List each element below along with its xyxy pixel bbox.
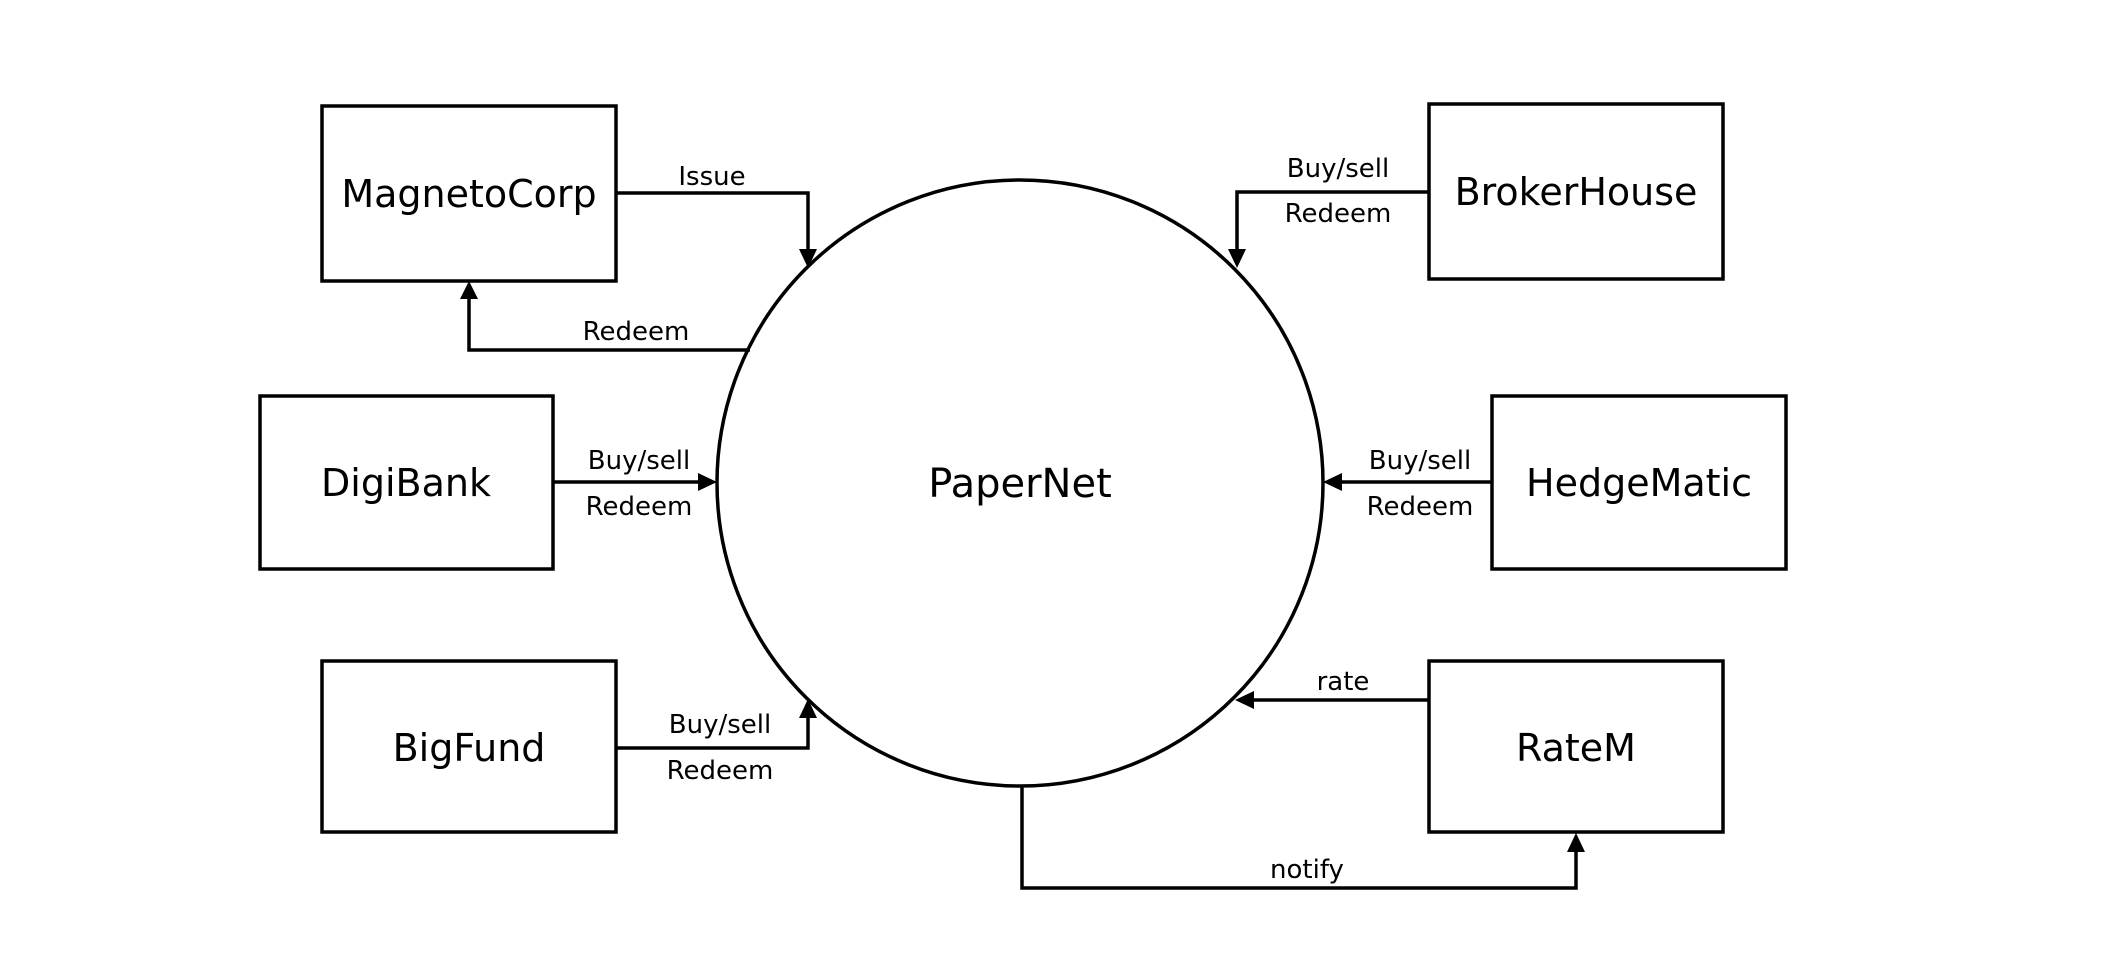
hub-label: PaperNet	[928, 461, 1112, 507]
node-label-hedgematic: HedgeMatic	[1526, 461, 1752, 505]
edge-label-redeem: Redeem	[583, 317, 690, 347]
edge-hedgematic: Buy/sell Redeem	[1323, 446, 1492, 522]
arrowhead-bigfund	[799, 699, 817, 718]
edge-label-redeem: Redeem	[1367, 492, 1474, 522]
node-box-brokerhouse	[1427, 102, 1725, 281]
edge-line-brokerhouse	[1235, 190, 1429, 252]
arrowhead-digibank	[698, 473, 717, 491]
edge-label-rate: rate	[1317, 667, 1370, 697]
edge-line-magnetocorp-redeem	[467, 296, 750, 352]
node-label-bigfund: BigFund	[393, 726, 546, 770]
edge-magnetocorp-issue: Issue	[616, 162, 817, 268]
node-box-hedgematic	[1490, 394, 1788, 571]
hub-papernet: PaperNet	[715, 178, 1325, 788]
node-ratem: RateM	[1427, 659, 1725, 834]
edge-label-buysell: Buy/sell	[1369, 446, 1471, 476]
node-box-ratem	[1427, 659, 1725, 834]
arrowhead-magnetocorp-redeem	[460, 281, 478, 299]
edge-label-notify: notify	[1270, 855, 1344, 885]
node-bigfund: BigFund	[320, 659, 618, 834]
arrowhead-hedgematic	[1323, 473, 1342, 491]
edge-label-buysell: Buy/sell	[588, 446, 690, 476]
edge-label-redeem: Redeem	[586, 492, 693, 522]
node-label-brokerhouse: BrokerHouse	[1455, 170, 1698, 214]
edge-digibank: Buy/sell Redeem	[553, 446, 717, 522]
edge-ratem-notify: notify	[1020, 786, 1585, 890]
hub-circle	[715, 178, 1325, 788]
edge-line-magnetocorp-issue	[616, 191, 810, 252]
node-digibank: DigiBank	[258, 394, 555, 571]
arrowhead-brokerhouse	[1228, 249, 1246, 268]
edge-bigfund: Buy/sell Redeem	[616, 699, 817, 786]
node-box-digibank	[258, 394, 555, 571]
edge-label-buysell: Buy/sell	[1287, 154, 1389, 184]
arrowhead-magnetocorp-issue	[799, 249, 817, 268]
edge-magnetocorp-redeem: Redeem	[460, 281, 750, 352]
edge-label-buysell: Buy/sell	[669, 710, 771, 740]
node-label-magnetocorp: MagnetoCorp	[341, 172, 596, 216]
arrowhead-ratem-notify	[1567, 833, 1585, 852]
node-label-ratem: RateM	[1516, 726, 1636, 770]
node-label-digibank: DigiBank	[321, 461, 491, 505]
edge-line-bigfund	[616, 715, 810, 750]
node-box-bigfund	[320, 659, 618, 834]
edge-label-redeem: Redeem	[1285, 199, 1392, 229]
node-hedgematic: HedgeMatic	[1490, 394, 1788, 571]
node-box-magnetocorp	[320, 104, 618, 283]
node-brokerhouse: BrokerHouse	[1427, 102, 1725, 281]
edge-ratem-rate: rate	[1235, 667, 1429, 709]
arrowhead-ratem-rate	[1235, 691, 1254, 709]
edge-label-issue: Issue	[678, 162, 745, 192]
edge-label-redeem: Redeem	[667, 756, 774, 786]
edge-line-ratem-notify	[1020, 786, 1578, 890]
edge-brokerhouse: Buy/sell Redeem	[1228, 154, 1429, 268]
node-magnetocorp: MagnetoCorp	[320, 104, 618, 283]
